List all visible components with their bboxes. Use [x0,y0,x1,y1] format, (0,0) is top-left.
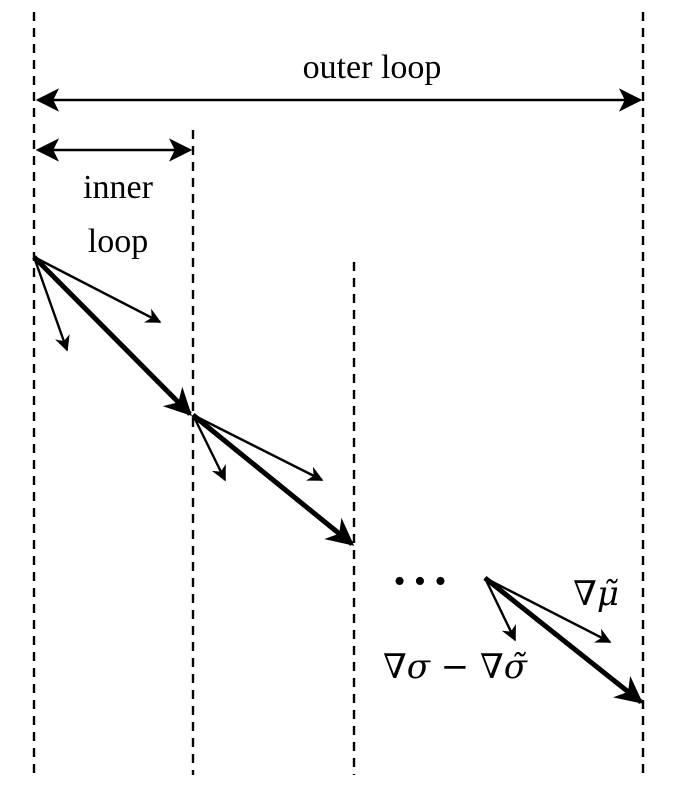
step-2-arrows [191,413,355,546]
step-2-thin-arrow-short [191,414,227,482]
ellipsis-dots: • • • [394,563,447,600]
final-thin-arrow-long [484,576,612,644]
step-1-thick-arrow [32,255,192,416]
step-1-arrows [32,255,192,416]
step-1-thin-arrow-long [33,255,162,324]
outer-loop-label: outer loop [303,49,442,86]
step-2-thick-arrow [191,413,355,546]
grad-mu-tilde-label: ∇μ̃ [573,574,619,614]
grad-sigma-diff-label: ∇σ − ∇σ̃ [383,647,528,687]
step-1-thin-arrow-short [32,256,70,352]
inner-loop-label-line1: inner [83,169,154,206]
final-thick-arrow [483,576,644,704]
final-thin-arrow-short [483,577,517,642]
final-step-arrows [483,576,644,704]
step-2-thin-arrow-long [192,413,324,482]
inner-loop-label-line2: loop [88,223,148,260]
